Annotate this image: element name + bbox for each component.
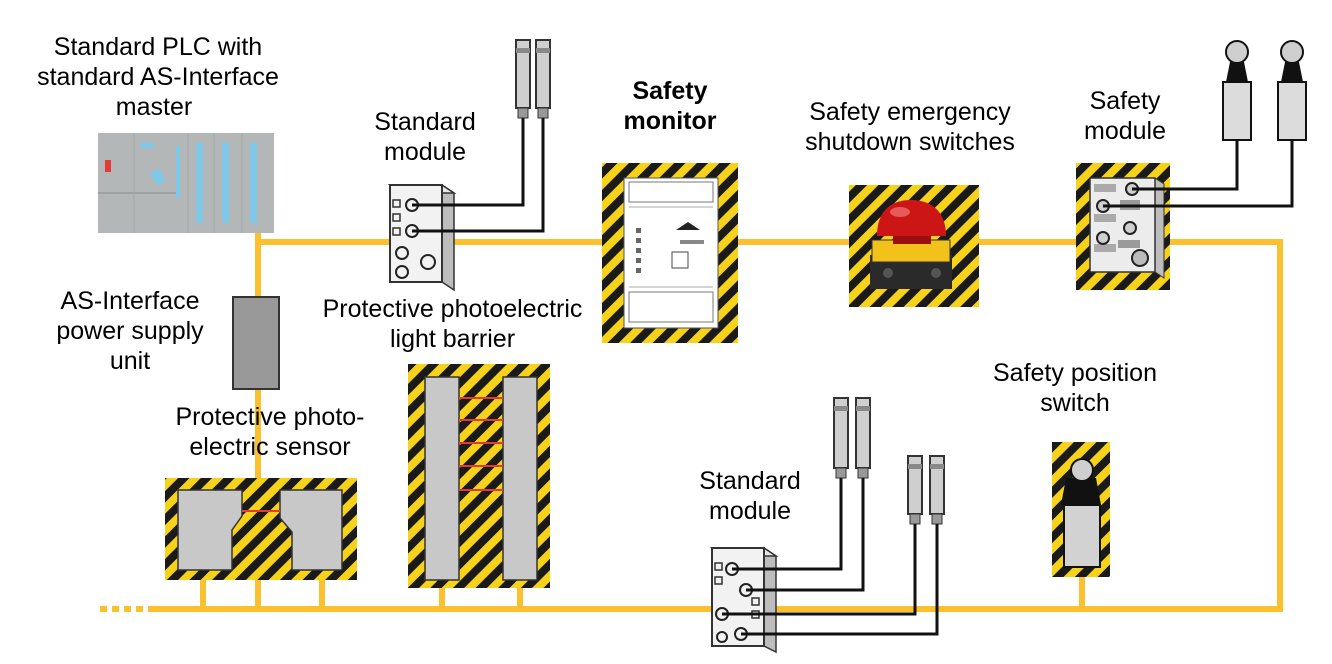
label-light-barrier: Protective photoelectric light barrier — [322, 295, 583, 353]
label-photo-sensor: Protective photo- electric sensor — [175, 403, 365, 461]
plc-body — [98, 133, 274, 233]
standard-module-top — [387, 183, 457, 292]
warning-triangle-icon — [676, 222, 700, 230]
label-standard-module-top: Standard module — [374, 108, 476, 166]
label-position-switch: Safety position switch — [993, 359, 1157, 417]
label-safety-monitor: Safety monitor — [623, 77, 717, 135]
safety-switch-pair — [1103, 40, 1307, 208]
plc-status-led — [105, 160, 111, 172]
label-safety-module: Safety module — [1084, 87, 1166, 145]
photoelectric-light-barrier — [408, 364, 550, 588]
label-power-supply: AS-Interface power supply unit — [56, 287, 204, 375]
label-standard-module-bottom: Standard module — [699, 467, 801, 525]
sensor-pair-top — [412, 39, 551, 233]
photoelectric-sensor — [165, 478, 357, 580]
sensor-pairs-bottom — [722, 397, 945, 636]
standard-plc — [98, 133, 274, 233]
standard-module-bottom — [709, 546, 779, 654]
emergency-stop-switch — [849, 185, 979, 307]
plc-key-icon — [150, 168, 166, 186]
safety-monitor — [602, 163, 738, 343]
safety-module — [1076, 163, 1170, 290]
label-standard-plc: Standard PLC with standard AS-Interface … — [37, 33, 279, 121]
safety-position-switch — [1052, 442, 1110, 577]
power-supply-unit — [232, 296, 280, 390]
label-emergency-switches: Safety emergency shutdown switches — [805, 98, 1015, 156]
